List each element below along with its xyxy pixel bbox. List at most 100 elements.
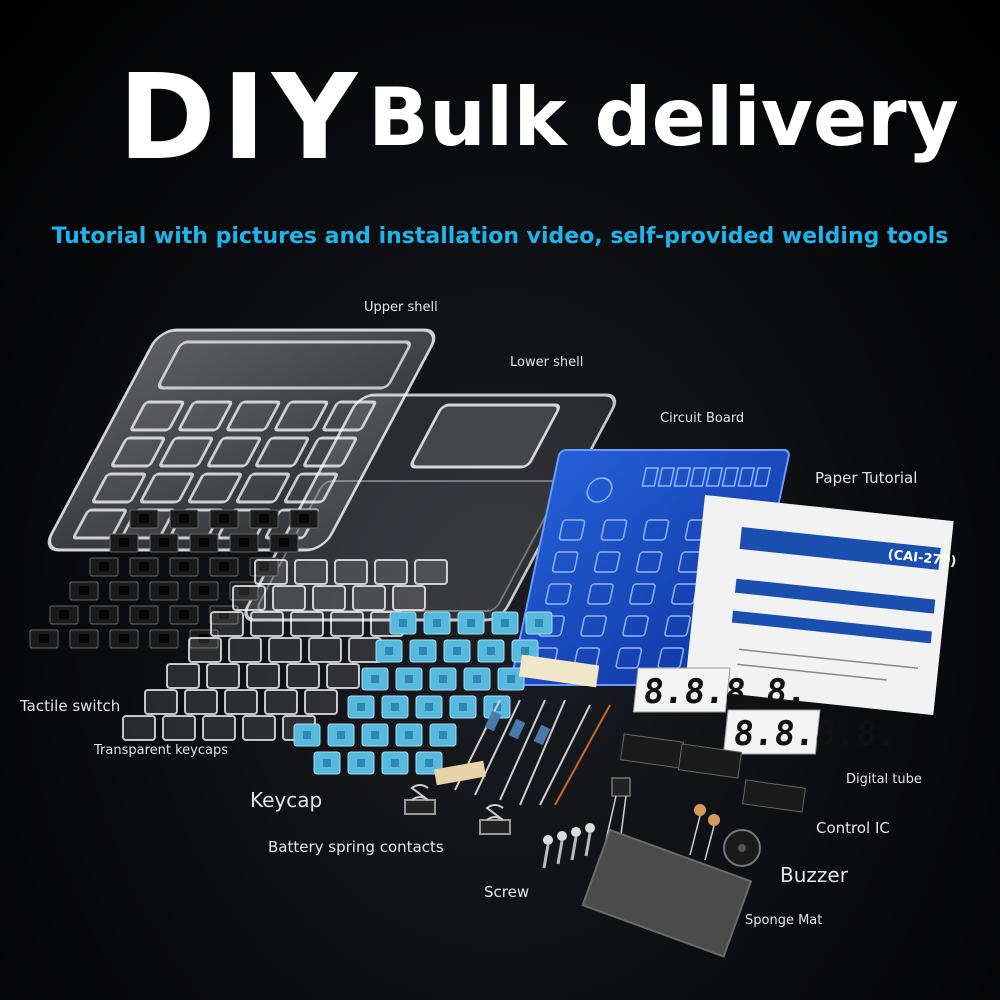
tactile-switch <box>69 629 99 649</box>
transparent-keycap-body <box>166 663 200 689</box>
screws <box>542 823 595 869</box>
blue-keycap <box>415 751 443 775</box>
blue-keycap-hole <box>473 675 481 683</box>
label-battery-spring-contacts: Battery spring contacts <box>268 838 444 856</box>
blue-keycap <box>463 667 491 691</box>
label-lower-shell: Lower shell <box>510 355 584 370</box>
screw-shaft <box>584 832 592 857</box>
tactile-switch <box>269 533 299 553</box>
transparent-keycap-body <box>246 663 280 689</box>
transparent-keycap <box>286 663 320 689</box>
transparent-keycap-body <box>210 611 244 637</box>
tactile-switch <box>209 605 239 625</box>
tactile-switch-button <box>119 586 129 595</box>
shell-key-hole <box>226 400 281 432</box>
shell-key-hole <box>130 400 185 432</box>
digital-tube-1-digits: 8.8.8.8. <box>641 672 809 712</box>
tactile-switch-button <box>299 514 309 523</box>
tactile-switch-button <box>239 586 249 595</box>
transparent-keycap <box>228 637 262 663</box>
board-button-pad <box>629 583 656 605</box>
screw <box>584 823 595 857</box>
board-button-pad <box>622 615 649 637</box>
transparent-keycap-body <box>286 663 320 689</box>
blue-keycap <box>443 639 471 663</box>
tactile-switch-button <box>139 514 149 523</box>
blue-keycap <box>347 695 375 719</box>
blue-keycap <box>375 639 403 663</box>
shell-key-hole <box>178 400 233 432</box>
shell-key-hole <box>207 436 262 468</box>
blue-keycap-hole <box>467 619 475 627</box>
shell-key-hole <box>92 472 146 504</box>
transparent-keycap-body <box>206 663 240 689</box>
transparent-keycap-body <box>312 585 346 611</box>
transparent-keycap-body <box>304 689 338 715</box>
label-transparent-keycaps: Transparent keycaps <box>94 743 228 758</box>
transparent-keycap <box>242 715 276 741</box>
tactile-switch <box>169 557 199 577</box>
screw-shaft <box>542 844 550 869</box>
label-paper-tutorial: Paper Tutorial <box>815 469 918 487</box>
transparent-keycap <box>232 585 266 611</box>
blue-keycap <box>423 611 451 635</box>
battery-spring-contacts <box>404 784 511 835</box>
tactile-switch-button <box>119 538 129 547</box>
blue-keycap-hole <box>501 619 509 627</box>
transparent-keycap-body <box>224 689 258 715</box>
blue-keycap-hole <box>371 731 379 739</box>
screw <box>570 827 581 861</box>
tactile-switch-button <box>39 634 49 643</box>
blue-keycap-hole <box>337 731 345 739</box>
blue-keycap <box>293 723 321 747</box>
board-display-digit <box>673 467 692 487</box>
tactile-switch <box>129 557 159 577</box>
tactile-switch <box>109 629 139 649</box>
screw-head <box>543 835 553 845</box>
blue-keycap <box>347 751 375 775</box>
tactile-switch-button <box>179 610 189 619</box>
tactile-switch-button <box>159 586 169 595</box>
transparent-keycap-body <box>264 689 298 715</box>
transparent-keycap <box>312 585 346 611</box>
blue-keycap <box>497 667 525 691</box>
tactile-switch-button <box>139 562 149 571</box>
transparent-keycap <box>144 689 178 715</box>
blue-keycap <box>361 723 389 747</box>
blue-keycap-hole <box>357 759 365 767</box>
buzzer <box>723 829 761 867</box>
tactile-switch <box>149 629 179 649</box>
blue-keycap <box>491 611 519 635</box>
tactile-switch-button <box>199 538 209 547</box>
tactile-switch <box>29 629 59 649</box>
shell-key-hole <box>159 436 214 468</box>
tactile-switch-button <box>259 562 269 571</box>
board-display-digit <box>753 467 772 487</box>
transparent-keycap-body <box>188 637 222 663</box>
shell-key-hole <box>274 400 329 432</box>
blue-keycap <box>449 695 477 719</box>
screw-head <box>557 831 567 841</box>
transparent-keycap <box>304 689 338 715</box>
transparent-keycap-body <box>272 585 306 611</box>
tactile-switch <box>189 581 219 601</box>
board-display-digit <box>641 467 660 487</box>
transparent-keycap-body <box>202 715 236 741</box>
board-display-digit <box>689 467 708 487</box>
tactile-switch <box>129 605 159 625</box>
tactile-switch <box>149 533 179 553</box>
tactile-switch <box>189 533 219 553</box>
transparent-keycap-body <box>352 585 386 611</box>
transparent-keycap-body <box>414 559 448 585</box>
blue-keycap <box>477 639 505 663</box>
blue-keycap-hole <box>453 647 461 655</box>
screw <box>556 831 567 865</box>
tactile-switch-button <box>259 514 269 523</box>
upper-shell <box>47 328 436 552</box>
board-display-digit <box>657 467 676 487</box>
transparent-keycap <box>264 689 298 715</box>
blue-keycap-hole <box>405 731 413 739</box>
label-upper-shell: Upper shell <box>364 300 438 315</box>
blue-keycap-hole <box>419 647 427 655</box>
blue-keycap <box>313 751 341 775</box>
